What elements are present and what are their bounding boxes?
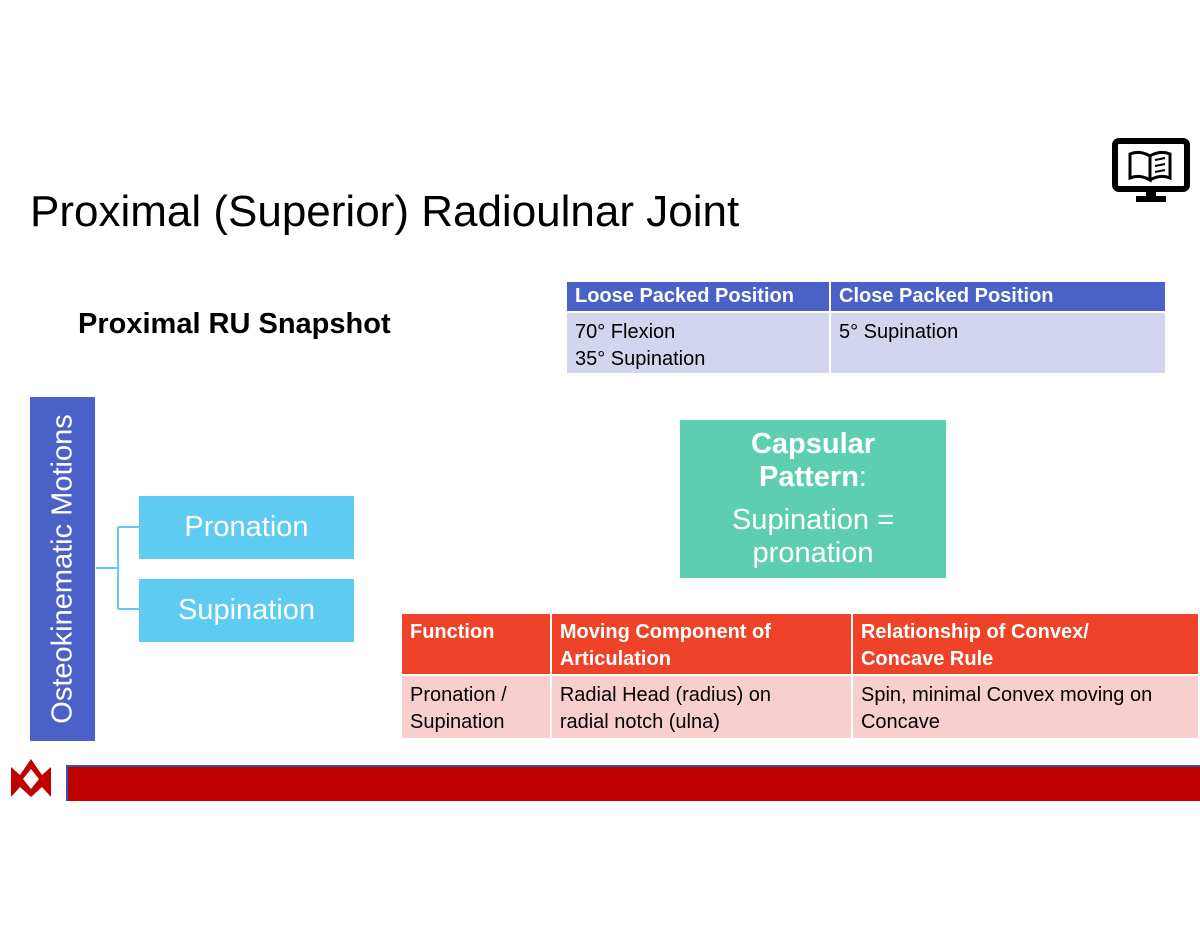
packed-position-table: Loose Packed Position Close Packed Posit…	[565, 280, 1167, 375]
bracket-connector	[96, 526, 142, 610]
capsular-heading-line: Pattern:	[680, 461, 946, 494]
cell-line: radial notch (ulna)	[559, 711, 720, 733]
cell-line: Spin, minimal Convex moving on	[860, 684, 1153, 706]
table-header-row: Loose Packed Position Close Packed Posit…	[567, 282, 1165, 311]
cell-line: Pronation /	[410, 684, 507, 706]
header-line: Articulation	[559, 648, 671, 670]
supination-box: Supination	[139, 579, 354, 642]
convex-concave-cell: Spin, minimal Convex moving on Concave	[852, 676, 1198, 738]
capsular-heading-line: Capsular	[750, 428, 876, 460]
cell-line: Radial Head (radius) on	[559, 684, 772, 706]
monitor-book-icon	[1112, 138, 1190, 202]
capsular-colon: :	[858, 461, 867, 493]
footer-bar	[66, 765, 1200, 801]
cell-line: Supination	[410, 711, 505, 733]
capsular-heading-word: Pattern	[759, 461, 859, 493]
header-line: Moving Component of	[559, 621, 771, 643]
function-header: Function	[402, 614, 550, 674]
slide-title: Proximal (Superior) Radioulnar Joint	[30, 187, 740, 236]
close-packed-cell: 5° Supination	[831, 313, 1165, 373]
loose-packed-header: Loose Packed Position	[567, 282, 829, 311]
loose-packed-cell: 70° Flexion 35° Supination	[567, 313, 829, 373]
header-line: Relationship of Convex/	[860, 621, 1089, 643]
cell-line: Concave	[860, 711, 940, 733]
osteokinematic-bar: Osteokinematic Motions	[30, 397, 95, 741]
loose-packed-line: 70° Flexion	[575, 321, 676, 343]
table-row: 70° Flexion 35° Supination 5° Supination	[567, 313, 1165, 373]
close-packed-header: Close Packed Position	[831, 282, 1165, 311]
function-table: Function Moving Component of Articulatio…	[400, 612, 1200, 740]
table-row: Pronation / Supination Radial Head (radi…	[402, 676, 1198, 738]
capsular-body-line: pronation	[752, 537, 874, 569]
moving-component-cell: Radial Head (radius) on radial notch (ul…	[551, 676, 851, 738]
function-cell: Pronation / Supination	[402, 676, 550, 738]
capsular-body: Supination = pronation	[680, 504, 946, 570]
moving-component-header: Moving Component of Articulation	[551, 614, 851, 674]
capsular-pattern-box: Capsular Pattern: Supination = pronation	[680, 420, 946, 578]
convex-concave-header: Relationship of Convex/ Concave Rule	[852, 614, 1198, 674]
university-logo-icon	[11, 759, 51, 797]
header-line: Concave Rule	[860, 648, 994, 670]
header-line: Function	[410, 621, 495, 643]
loose-packed-line: 35° Supination	[575, 348, 706, 370]
osteokinematic-label: Osteokinematic Motions	[46, 414, 78, 724]
table-header-row: Function Moving Component of Articulatio…	[402, 614, 1198, 674]
capsular-heading: Capsular Pattern:	[680, 428, 946, 494]
capsular-body-line: Supination =	[731, 504, 895, 536]
snapshot-heading: Proximal RU Snapshot	[78, 308, 391, 340]
pronation-box: Pronation	[139, 496, 354, 559]
close-packed-line: 5° Supination	[839, 321, 959, 343]
